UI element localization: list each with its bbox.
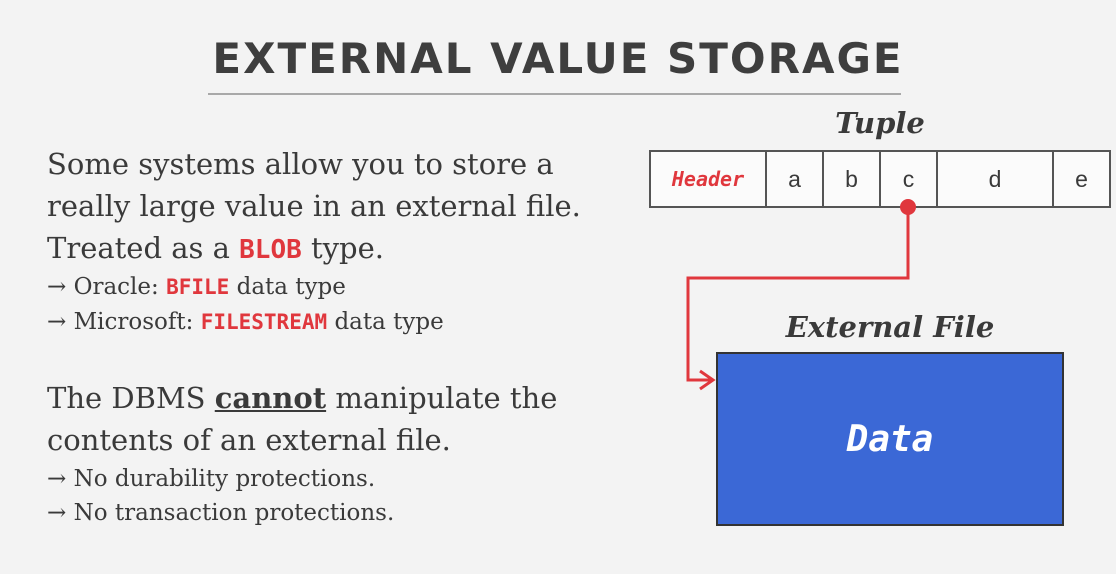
para1-line3-prefix: Treated as a <box>47 231 240 265</box>
bullet-oracle-prefix: Oracle: <box>73 274 167 300</box>
blob-code: BLOB <box>239 235 302 265</box>
paragraph-dbms-limitation: The DBMS cannot manipulate the contents … <box>47 377 607 461</box>
para2-suffix: manipulate the <box>326 381 558 415</box>
arrowhead-icon <box>699 369 716 391</box>
bullet-oracle-suffix: data type <box>229 274 346 300</box>
filestream-code: FILESTREAM <box>200 310 328 334</box>
bullet-oracle: → Oracle: BFILE data type <box>47 270 346 304</box>
bullet-transaction-text: No transaction protections. <box>73 500 395 526</box>
tuple-cell-e: e <box>1075 165 1088 192</box>
external-file-box: Data <box>716 352 1064 526</box>
tuple-cell-c: c <box>881 152 938 206</box>
tuple-cell-b: b <box>824 152 881 206</box>
external-file-label: External File <box>785 310 995 344</box>
para1-line2: really large value in an external file. <box>47 189 581 223</box>
para1-line3: Treated as a BLOB type. <box>47 227 607 271</box>
arrow-icon: → <box>47 466 67 492</box>
bullet-microsoft-prefix: Microsoft: <box>73 309 201 335</box>
arrow-icon: → <box>47 309 67 335</box>
external-data-text: Data <box>846 418 934 460</box>
bullet-transaction: → No transaction protections. <box>47 496 394 530</box>
title-underline <box>208 93 901 95</box>
slide-title: EXTERNAL VALUE STORAGE <box>212 34 904 83</box>
bullet-microsoft-suffix: data type <box>327 309 444 335</box>
tuple-cell-d: d <box>938 152 1054 206</box>
cannot-emphasis: cannot <box>214 381 327 415</box>
para1-line1: Some systems allow you to store a <box>47 147 554 181</box>
arrow-icon: → <box>47 500 67 526</box>
tuple-label: Tuple <box>835 106 925 140</box>
bullet-durability: → No durability protections. <box>47 462 375 496</box>
bullet-durability-text: No durability protections. <box>73 466 376 492</box>
paragraph-external-storage: Some systems allow you to store a really… <box>47 143 607 271</box>
tuple-row: Header a b c d e <box>649 150 1111 208</box>
para2-line1: The DBMS cannot manipulate the <box>47 377 607 419</box>
bfile-code: BFILE <box>166 275 230 299</box>
tuple-cell-a: a <box>767 152 824 206</box>
para2-line2: contents of an external file. <box>47 423 451 457</box>
tuple-cell-header: Header <box>651 152 767 206</box>
bullet-microsoft: → Microsoft: FILESTREAM data type <box>47 305 444 339</box>
para2-prefix: The DBMS <box>47 381 215 415</box>
arrow-icon: → <box>47 274 67 300</box>
para1-line3-suffix: type. <box>301 231 384 265</box>
